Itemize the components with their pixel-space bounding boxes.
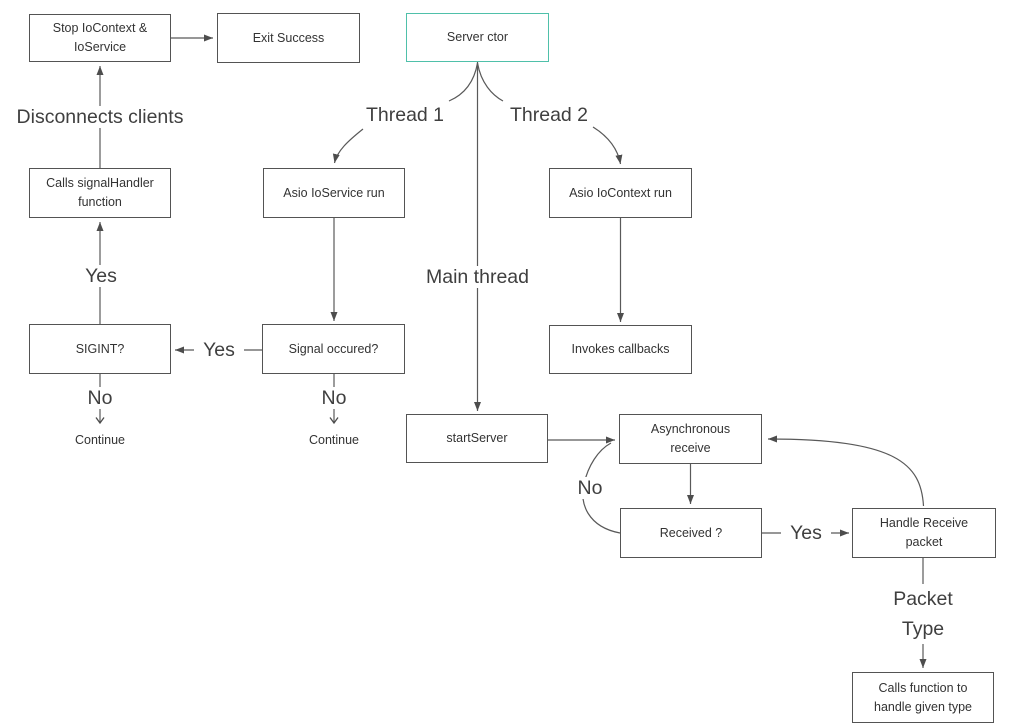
- connector-handle-to-async: [767, 435, 925, 507]
- label-main-thread: Main thread: [417, 266, 538, 288]
- connector-fork-left: [448, 62, 479, 102]
- label-continue-mid: Continue: [308, 433, 360, 447]
- node-signal-occured: Signal occured?: [262, 324, 405, 374]
- node-startserver: startServer: [406, 414, 548, 463]
- label-yes-signal-to-sigint: Yes: [194, 339, 244, 361]
- label-no-below-signal: No: [309, 387, 359, 409]
- label-thread-2: Thread 2: [509, 104, 589, 126]
- label-no-receive-loop: No: [565, 477, 615, 499]
- node-exit-success: Exit Success: [217, 13, 360, 63]
- connector-thread1-to-ioservice: [332, 128, 364, 164]
- label-no-below-sigint: No: [75, 387, 125, 409]
- node-calls-function-handle-type: Calls function to handle given type: [852, 672, 994, 723]
- node-stop-iocontext-ioservice: Stop IoContext & IoService: [29, 14, 171, 62]
- node-received: Received ?: [620, 508, 762, 558]
- label-thread-1: Thread 1: [365, 104, 445, 126]
- connector-fork-right: [476, 62, 504, 102]
- node-server-ctor: Server ctor: [406, 13, 549, 62]
- node-asio-iocontext-run: Asio IoContext run: [549, 168, 692, 218]
- node-handle-receive-packet: Handle Receive packet: [852, 508, 996, 558]
- node-asynchronous-receive: Asynchronous receive: [619, 414, 762, 464]
- label-yes-received-to-handle: Yes: [781, 522, 831, 544]
- node-invokes-callbacks: Invokes callbacks: [549, 325, 692, 374]
- label-continue-left: Continue: [74, 433, 126, 447]
- node-sigint: SIGINT?: [29, 324, 171, 374]
- node-calls-signalhandler: Calls signalHandler function: [29, 168, 171, 218]
- label-disconnects-clients: Disconnects clients: [0, 106, 200, 128]
- label-packet-type: Packet Type: [883, 584, 963, 644]
- label-yes-sigint: Yes: [76, 265, 126, 287]
- node-asio-ioservice-run: Asio IoService run: [263, 168, 405, 218]
- connector-thread2-to-iocontext: [592, 126, 623, 165]
